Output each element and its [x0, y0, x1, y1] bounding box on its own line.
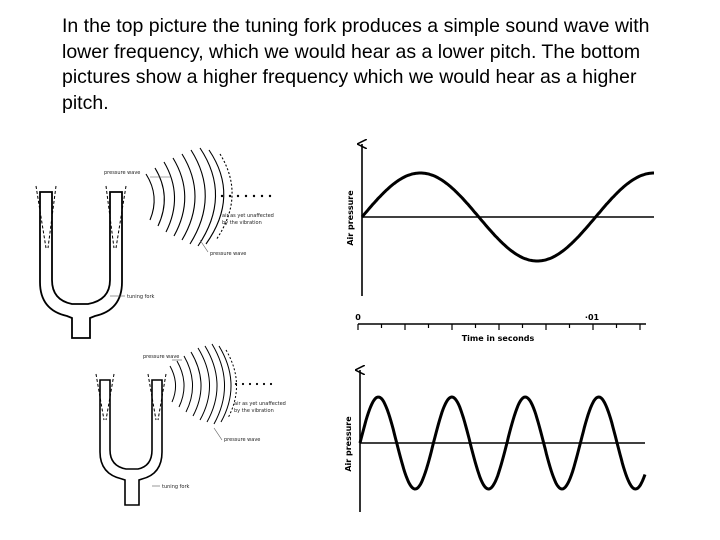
air-unaffected-label-top-2: by the vibration	[222, 220, 262, 226]
waveform-line-bottom	[358, 395, 647, 491]
waveform-chart-bottom: Air pressure	[344, 370, 647, 512]
pressure-wave-arcs-top	[145, 147, 233, 247]
y-axis-label-top: Air pressure	[346, 190, 355, 246]
air-particle-dots-bottom	[234, 382, 273, 386]
time-tick-label-0: 0	[355, 313, 361, 322]
leader-lines-bottom	[152, 359, 223, 487]
time-tick-label-01: ·01	[585, 313, 600, 322]
tuning-fork-top	[39, 191, 123, 339]
pressure-wave-arcs-bottom	[169, 343, 237, 425]
tuning-fork-bottom	[99, 379, 163, 506]
air-unaffected-label-top-1: air as yet unaffected	[222, 213, 274, 219]
waveform-line-top	[360, 171, 654, 263]
tuning-fork-label-bottom: tuning fork	[162, 484, 189, 490]
tuning-fork-diagram-bottom: pressure wave air as yet unaffected by t…	[95, 343, 286, 506]
pressure-wave-label-bottom-1: pressure wave	[143, 354, 179, 360]
waveform-chart-top: Air pressure 0 ·01 Time in seconds	[346, 144, 654, 343]
leader-lines-top	[110, 176, 209, 297]
tuning-fork-label-top: tuning fork	[127, 294, 154, 300]
air-unaffected-label-bottom-2: by the vibration	[234, 408, 274, 414]
pressure-wave-label-top-1: pressure wave	[104, 170, 140, 176]
pressure-wave-label-bottom-2: pressure wave	[224, 437, 260, 443]
x-axis-label: Time in seconds	[462, 334, 535, 343]
caption-text: In the top picture the tuning fork produ…	[62, 15, 650, 114]
pressure-wave-label-top-2: pressure wave	[210, 251, 246, 257]
time-axis-ticks	[357, 324, 641, 330]
tuning-fork-diagram-top: pressure wave air as yet unaffected by t…	[35, 147, 274, 339]
air-unaffected-label-bottom-1: air as yet unaffected	[234, 401, 286, 407]
fork-vibration-lines-top	[35, 185, 127, 249]
fork-vibration-lines-bottom	[95, 373, 167, 421]
air-particle-dots-top	[220, 194, 272, 198]
y-axis-label-bottom: Air pressure	[344, 416, 353, 472]
